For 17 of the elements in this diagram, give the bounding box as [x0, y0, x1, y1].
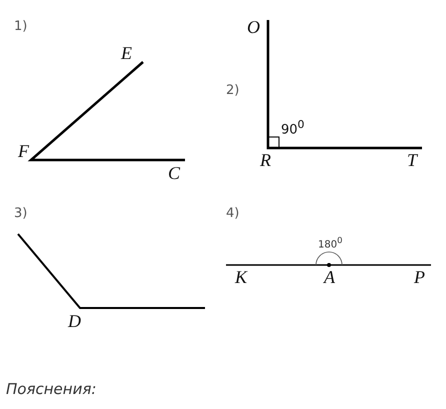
point-label: A — [324, 268, 335, 286]
angle-measure: 180$^{0}$ — [318, 236, 342, 250]
figure-number: 1) — [14, 20, 28, 33]
point-label: R — [260, 151, 271, 169]
point-label: D — [68, 312, 81, 330]
point-label: O — [247, 18, 260, 36]
point-label: T — [407, 151, 418, 169]
figure-number: 4) — [226, 207, 240, 220]
angle-measure: 90$^{0}$ — [281, 120, 304, 136]
heading: Пояснения: — [6, 382, 96, 397]
figure-number: 3) — [14, 207, 28, 220]
point-label: F — [18, 142, 29, 160]
point-label: K — [235, 268, 248, 286]
point-label: C — [168, 164, 180, 182]
point-label: E — [121, 44, 132, 62]
point-label: P — [414, 268, 425, 286]
figure-number: 2) — [226, 84, 240, 97]
